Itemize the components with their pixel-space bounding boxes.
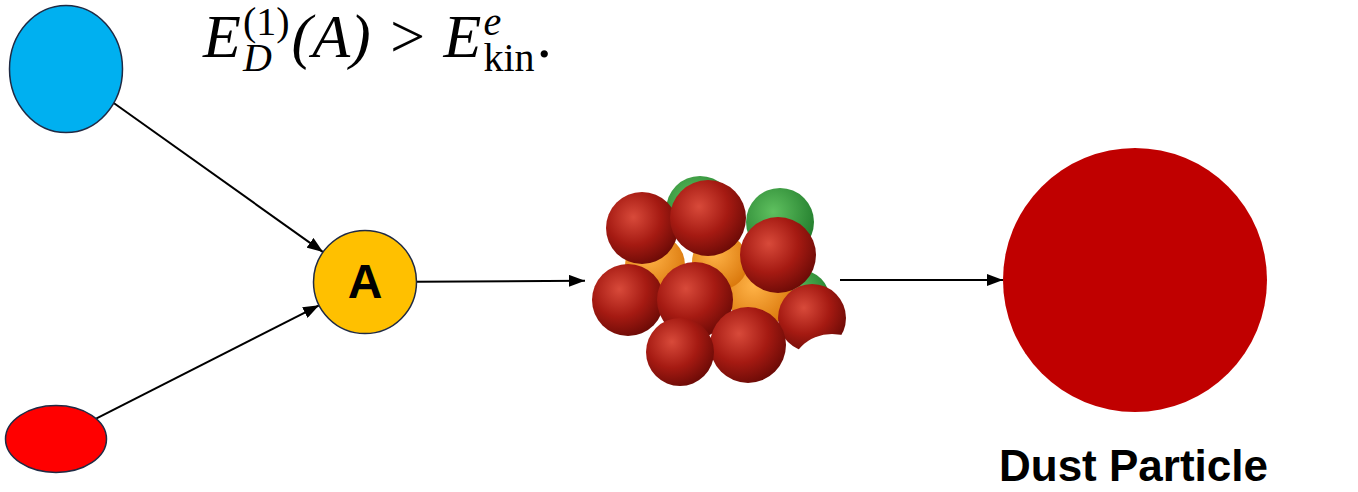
formula-part: (A) > E [292, 2, 482, 70]
atom-sphere [606, 192, 678, 264]
formula-part: . [537, 2, 553, 70]
node-shape [995, 140, 1325, 490]
formula: E(1)D(A) > Eekin. [203, 0, 552, 76]
intermediate-A: A [312, 229, 418, 335]
script-stack: ekin [483, 4, 534, 76]
script-text: kin [483, 40, 534, 76]
arrow-connector [840, 279, 1003, 281]
blue-particle [8, 4, 124, 134]
script-text: (1) [243, 4, 290, 40]
red-particle [4, 404, 108, 474]
cutout [788, 334, 876, 422]
text-holder [8, 4, 124, 134]
molecule-illustration [585, 175, 876, 422]
atom-sphere [710, 307, 786, 383]
arrow-connector [114, 103, 323, 252]
particle-ellipse [10, 6, 123, 133]
particle-ellipse [6, 406, 107, 473]
atom-sphere [592, 264, 664, 336]
formula-text: E [203, 2, 241, 70]
molecule-cluster [585, 175, 840, 385]
atom-sphere [646, 318, 714, 386]
particle-ellipse [314, 231, 417, 334]
dust-label: Dust Particle [999, 444, 1268, 488]
text-holder: A [312, 229, 418, 335]
node-shape [585, 175, 840, 385]
script-text: e [483, 4, 534, 40]
atom-sphere [740, 217, 816, 293]
script-stack: (1)D [243, 4, 290, 76]
formula-text: (A) > E [292, 2, 482, 70]
formula-text: . [537, 2, 553, 70]
dust-particle: Dust Particle [995, 140, 1325, 490]
node-label: A [348, 256, 383, 308]
formula-part: E [203, 2, 241, 70]
text-holder: Dust Particle [999, 444, 1268, 488]
dust-circle [1003, 148, 1267, 412]
text-holder [4, 404, 108, 474]
script-text: D [243, 40, 290, 76]
atom-sphere [670, 180, 746, 256]
arrow-connector [416, 280, 585, 283]
arrow-connector [96, 305, 319, 418]
node-shape [8, 4, 124, 134]
node-shape [4, 404, 108, 474]
text-holder [585, 175, 840, 385]
